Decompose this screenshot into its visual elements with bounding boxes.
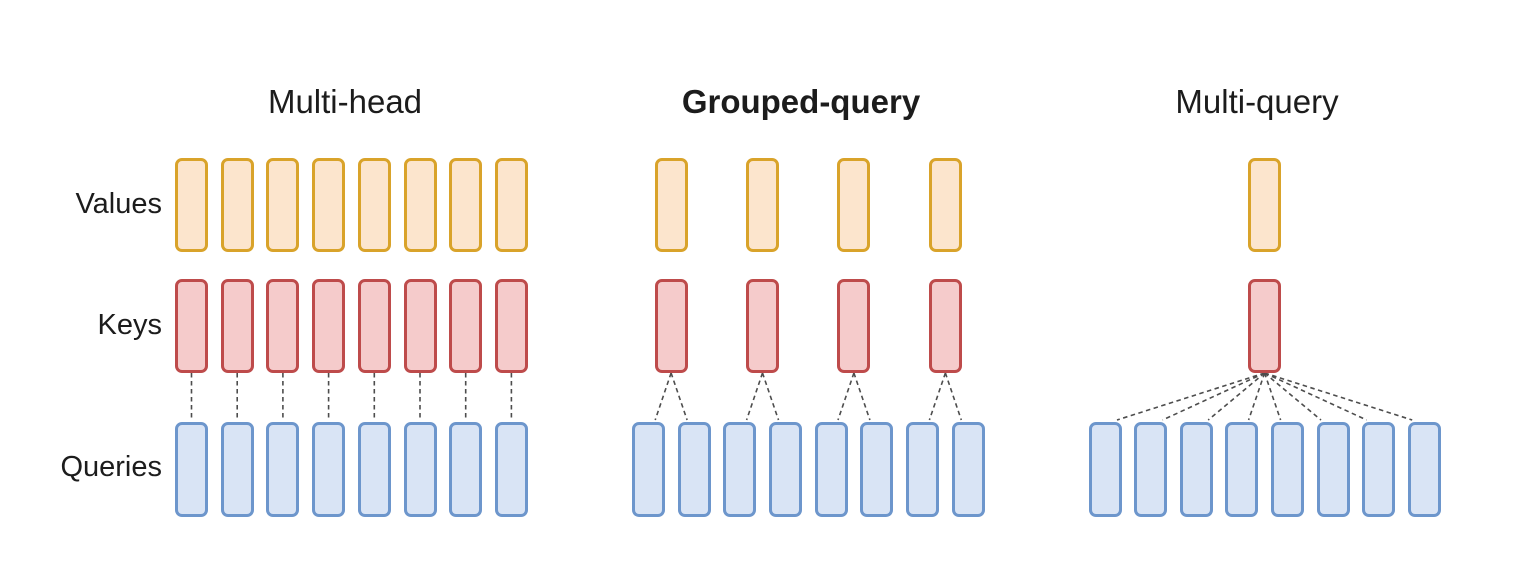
key-query-connector [928,372,947,421]
multi-head-value-box [266,158,300,252]
key-query-connector [1207,372,1266,421]
row-label-keys: Keys [97,309,162,341]
key-query-connector [853,372,871,421]
multi-head-value-box [220,158,254,252]
grouped-query-query-box [906,422,939,517]
key-query-connector [654,372,672,421]
panel-title-multi-query: Multi-query [1175,83,1339,120]
key-query-connector [670,372,688,421]
multi-head-value-box [494,158,528,252]
multi-head-key-box [494,279,528,373]
multi-query-query-box [1362,422,1396,517]
multi-head-query-box [266,422,300,517]
grouped-query-value-box [837,158,871,252]
key-query-connector [761,372,780,421]
grouped-query-value-box [928,158,962,252]
key-query-connector [1247,372,1266,421]
multi-head-query-box [449,422,483,517]
key-query-connector [1116,372,1265,421]
grouped-query-value-box [746,158,779,252]
multi-query-query-box [1407,422,1441,517]
multi-query-query-box [1134,422,1168,517]
multi-head-key-box [312,279,346,373]
multi-query-query-box [1179,422,1213,517]
multi-head-query-box [220,422,254,517]
multi-query-query-box [1316,422,1350,517]
key-query-connector [1162,372,1265,421]
grouped-query-query-box [951,422,985,517]
key-query-connector [1264,372,1322,421]
grouped-query-query-box [631,422,665,517]
grouped-query-key-box [837,279,871,373]
multi-head-value-box [449,158,483,252]
multi-query-query-box [1088,422,1122,517]
panel-title-grouped-query: Grouped-query [681,83,921,120]
grouped-query-value-box [654,158,688,252]
grouped-query-key-box [654,279,688,373]
multi-query-query-box [1270,422,1304,517]
multi-head-key-box [175,279,208,373]
multi-head-query-box [494,422,528,517]
key-query-connector [1263,372,1282,421]
multi-head-value-box [312,158,346,252]
multi-query-value-box [1248,158,1282,252]
grouped-query-query-box [723,422,757,517]
key-query-connector [944,372,963,421]
row-label-values: Values [75,188,162,220]
key-query-connector [745,372,764,421]
multi-head-query-box [403,422,437,517]
multi-head-key-box [266,279,300,373]
multi-head-key-box [357,279,391,373]
key-query-connector [1264,372,1413,421]
grouped-query-query-box [768,422,802,517]
key-query-connector [1264,372,1367,421]
row-label-queries: Queries [60,451,162,483]
multi-head-query-box [357,422,391,517]
multi-head-value-box [175,158,208,252]
multi-query-query-box [1225,422,1259,517]
multi-head-query-box [312,422,346,517]
multi-query-key-box [1248,279,1282,373]
grouped-query-query-box [677,422,711,517]
multi-head-value-box [403,158,437,252]
grouped-query-query-box [860,422,894,517]
grouped-query-key-box [928,279,962,373]
grouped-query-query-box [814,422,848,517]
multi-head-key-box [220,279,254,373]
multi-head-value-box [357,158,391,252]
multi-head-key-box [449,279,483,373]
multi-head-key-box [403,279,437,373]
panel-title-multi-head: Multi-head [267,83,423,120]
multi-head-query-box [175,422,208,517]
grouped-query-key-box [746,279,779,373]
key-query-connector [837,372,855,421]
